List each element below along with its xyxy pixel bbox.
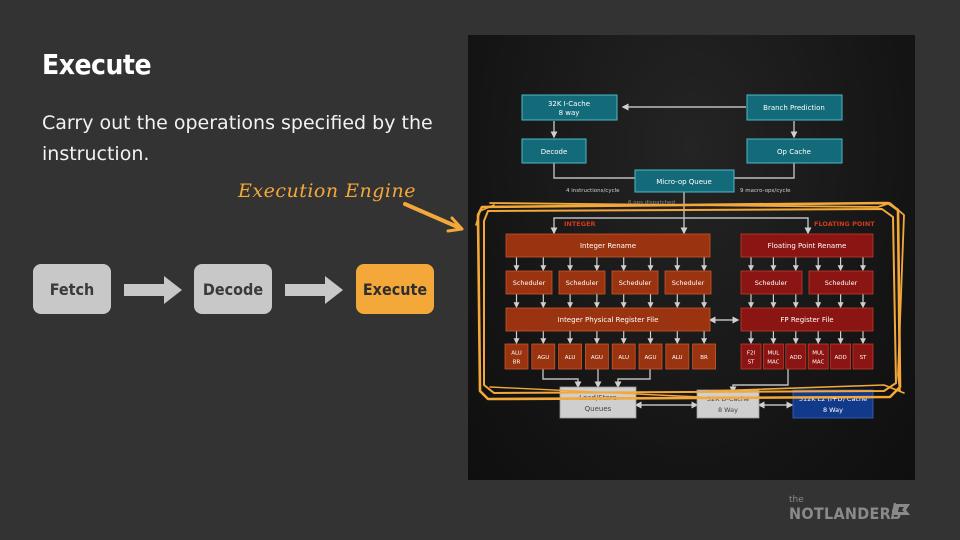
decode-rate-label: 4 instructions/cycle [566, 188, 620, 194]
logo-brand-text: NOTLANDERS [789, 504, 902, 523]
decode-label: Decode [541, 148, 568, 156]
branch-prediction-label: Branch Prediction [763, 104, 825, 112]
annotation-arrow-icon [403, 202, 464, 233]
int-unit-label: ALU [511, 351, 522, 357]
integer-arrows [513, 257, 708, 345]
l2cache-ways: 8 Way [823, 406, 843, 414]
int-scheduler-1: Scheduler [505, 270, 553, 295]
fp-unit-label: ADD [834, 355, 846, 361]
stage-decode: Decode [194, 264, 272, 314]
int-unit-label: AGU [591, 355, 603, 361]
int-unit-label: ALU [672, 355, 683, 361]
dcache-box: 32K D-Cache 8 Way [696, 389, 760, 419]
l2cache-box: 512K L2 (I+D) Cache 8 Way [792, 389, 874, 419]
fp-register-file-box: FP Register File [740, 307, 874, 332]
cpu-block-diagram: 32K I-Cache 8 way Branch Prediction Deco… [468, 35, 915, 480]
fp-unit-6: ST [852, 343, 874, 370]
int-unit-label: ALU [565, 355, 576, 361]
int-scheduler-3: Scheduler [611, 270, 659, 295]
fp-unit-label: ST [860, 355, 867, 361]
fp-unit-label: MUL [767, 351, 780, 357]
fp-register-file-label: FP Register File [780, 316, 833, 324]
fp-rename-box: Floating Point Rename [740, 233, 874, 258]
icache-label: 32K I-Cache [548, 100, 590, 108]
integer-register-file-label: Integer Physical Register File [558, 316, 659, 324]
integer-execution-units: ALU BR AGU ALU AGU ALU AGU ALU BR [504, 343, 717, 370]
dcache-ways: 8 Way [718, 406, 738, 414]
diagram-connectors [542, 103, 812, 409]
integer-register-file-box: Integer Physical Register File [505, 307, 711, 332]
fp-unit-2: MUL MAC [762, 343, 784, 370]
fp-scheduler-2: Scheduler [808, 270, 874, 295]
stage-fetch-label: Fetch [49, 279, 95, 299]
integer-section-label: INTEGER [564, 220, 596, 228]
fp-execution-units: F2I ST MUL MAC ADD MUL MAC ADD ST [740, 343, 874, 370]
branch-prediction-box: Branch Prediction [746, 94, 843, 121]
highlight-scribble [475, 201, 905, 401]
int-unit-8: BR [692, 343, 717, 370]
notlanders-logo: the NOTLANDERS [789, 495, 910, 523]
int-unit-3: ALU [558, 343, 582, 370]
arrow-right-icon [124, 276, 182, 304]
int-scheduler-2: Scheduler [558, 270, 606, 295]
stage-execute-label: Execute [362, 279, 428, 299]
integer-rename-box: Integer Rename [505, 233, 711, 258]
micro-op-queue-box: Micro-op Queue [634, 169, 735, 193]
dispatch-label: 6 ops dispatched [628, 200, 675, 206]
stage-execute: Execute [356, 264, 434, 314]
fp-unit-label: MAC [812, 360, 824, 366]
fp-unit-4: MUL MAC [807, 343, 829, 370]
logo-small-text: the [789, 495, 804, 505]
int-unit-4: AGU [585, 343, 609, 370]
int-scheduler-label: Scheduler [513, 279, 546, 287]
cpu-diagram-svg: 32K I-Cache 8 way Branch Prediction Deco… [475, 94, 905, 419]
int-scheduler-label: Scheduler [672, 279, 705, 287]
stage-decode-label: Decode [202, 279, 264, 299]
int-unit-label: ALU [618, 355, 629, 361]
fp-arrows [748, 257, 866, 345]
int-unit-label: BR [700, 355, 708, 361]
int-unit-label: BR [513, 360, 521, 366]
fp-unit-label: MUL [812, 351, 825, 357]
integer-rename-label: Integer Rename [580, 242, 636, 250]
fp-scheduler-label: Scheduler [825, 279, 858, 287]
stage-fetch: Fetch [33, 264, 111, 314]
fp-section-label: FLOATING POINT [814, 220, 875, 228]
l2cache-label: 512K L2 (I+D) Cache [799, 395, 867, 403]
fp-unit-label: ST [748, 360, 755, 366]
flag-icon [890, 502, 910, 520]
slide-description: Carry out the operations specified by th… [42, 112, 433, 165]
int-unit-label: AGU [537, 355, 549, 361]
slide-title: Execute [42, 48, 152, 81]
decode-box: Decode [521, 138, 587, 164]
op-cache-label: Op Cache [777, 148, 811, 156]
load-store-queues: Queues [585, 405, 612, 413]
int-unit-5: ALU [611, 343, 636, 370]
fp-unit-label: F2I [747, 351, 756, 357]
int-unit-1: ALU BR [504, 343, 529, 370]
int-unit-7: ALU [665, 343, 690, 370]
int-scheduler-label: Scheduler [566, 279, 599, 287]
annotation-label: Execution Engine [238, 180, 416, 202]
fp-unit-3: ADD [785, 343, 807, 370]
fp-unit-1: F2I ST [740, 343, 762, 370]
int-unit-label: AGU [645, 355, 657, 361]
micro-op-queue-label: Micro-op Queue [656, 178, 712, 186]
fp-scheduler-label: Scheduler [755, 279, 788, 287]
int-unit-2: AGU [531, 343, 556, 370]
icache-box: 32K I-Cache 8 way [521, 94, 618, 121]
fp-unit-5: ADD [830, 343, 852, 370]
int-scheduler-4: Scheduler [664, 270, 712, 295]
op-cache-box: Op Cache [746, 138, 843, 164]
int-unit-6: AGU [638, 343, 663, 370]
int-scheduler-label: Scheduler [619, 279, 652, 287]
icache-ways: 8 way [559, 109, 580, 117]
opcache-rate-label: 9 macro-ops/cycle [740, 188, 791, 194]
fp-unit-label: ADD [790, 355, 802, 361]
fp-scheduler-1: Scheduler [740, 270, 803, 295]
fp-rename-label: Floating Point Rename [768, 242, 847, 250]
arrow-right-icon [285, 276, 343, 304]
fp-unit-label: MAC [767, 360, 779, 366]
